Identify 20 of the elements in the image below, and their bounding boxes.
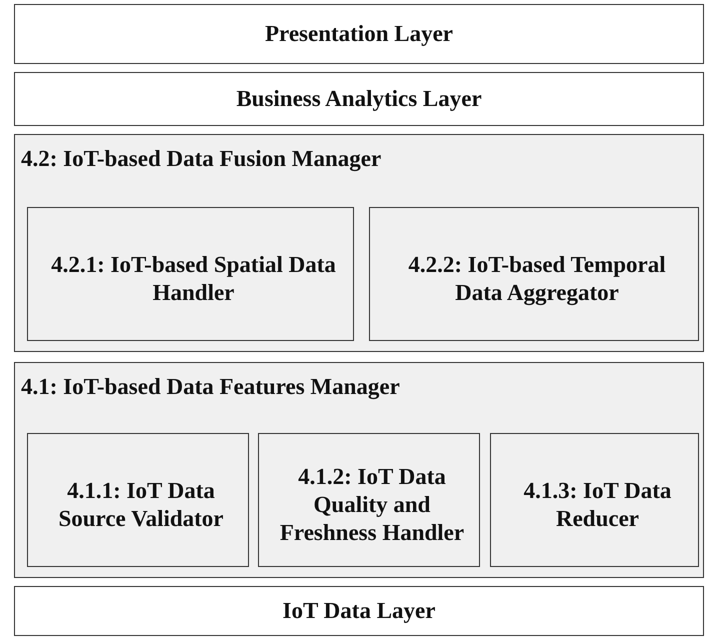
panel-title: 4.2: IoT-based Data Fusion Manager — [21, 145, 382, 173]
box-label: Business Analytics Layer — [235, 85, 483, 113]
box-label: 4.2.2: IoT-based Temporal Data Aggregator — [407, 251, 667, 307]
box-label: 4.2.1: IoT-based Spatial Data Handler — [50, 251, 337, 307]
manager-panel — [14, 362, 704, 578]
component-box — [490, 433, 699, 567]
manager-panel — [14, 134, 704, 352]
component-box — [27, 207, 354, 341]
layer-box — [14, 586, 704, 636]
box-label: 4.1.2: IoT Data Quality and Freshness Handler — [278, 463, 466, 547]
box-label: 4.1.1: IoT Data Source Validator — [57, 477, 225, 533]
box-label: Presentation Layer — [264, 20, 454, 48]
layer-box — [14, 4, 704, 64]
component-box — [27, 433, 249, 567]
box-label: IoT Data Layer — [282, 597, 436, 625]
component-box — [369, 207, 699, 341]
box-label: 4.1.3: IoT Data Reducer — [522, 477, 672, 533]
layer-box — [14, 72, 704, 126]
component-box — [258, 433, 480, 567]
panel-title: 4.1: IoT-based Data Features Manager — [21, 373, 400, 401]
